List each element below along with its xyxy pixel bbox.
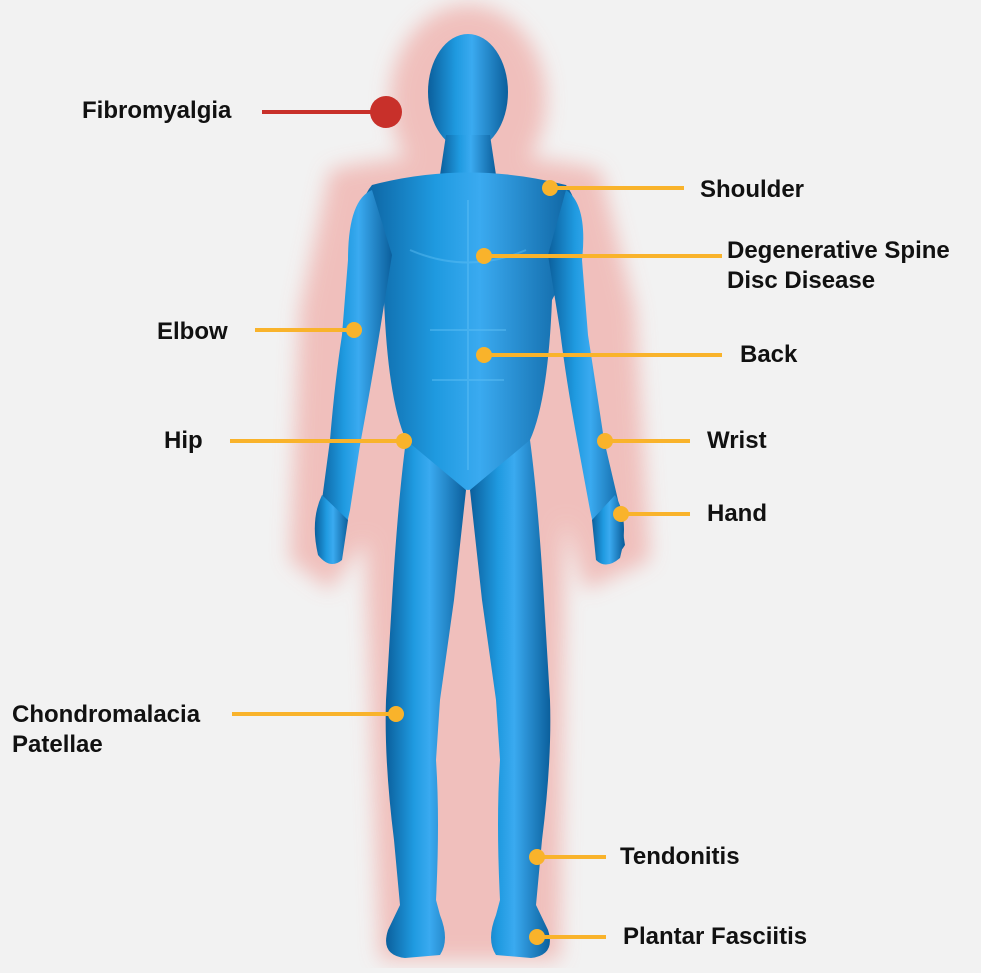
marker-dot-back[interactable] — [476, 347, 492, 363]
head — [428, 34, 508, 150]
label-line: Patellae — [12, 730, 222, 760]
label-line: Wrist — [707, 426, 767, 456]
marker-dot-plantar[interactable] — [529, 929, 545, 945]
marker-dot-hand[interactable] — [613, 506, 629, 522]
label-tendonitis: Tendonitis — [620, 842, 740, 872]
label-spine: Degenerative SpineDisc Disease — [727, 236, 950, 296]
label-hip: Hip — [164, 426, 203, 456]
label-line: Degenerative Spine — [727, 236, 950, 266]
label-shoulder: Shoulder — [700, 175, 804, 205]
marker-dot-elbow[interactable] — [346, 322, 362, 338]
label-fibromyalgia: Fibromyalgia — [82, 96, 231, 126]
label-line: Back — [740, 340, 797, 370]
label-line: Shoulder — [700, 175, 804, 205]
label-line: Hip — [164, 426, 203, 456]
label-line: Chondromalacia — [12, 700, 222, 730]
marker-dot-spine[interactable] — [476, 248, 492, 264]
label-elbow: Elbow — [157, 317, 228, 347]
marker-dot-fibromyalgia[interactable] — [370, 96, 402, 128]
label-line: Disc Disease — [727, 266, 950, 296]
label-hand: Hand — [707, 499, 767, 529]
label-knee: ChondromalaciaPatellae — [12, 700, 222, 760]
marker-dot-shoulder[interactable] — [542, 180, 558, 196]
label-line: Hand — [707, 499, 767, 529]
label-back: Back — [740, 340, 797, 370]
label-line: Elbow — [157, 317, 228, 347]
label-plantar: Plantar Fasciitis — [623, 922, 807, 952]
marker-dot-hip[interactable] — [396, 433, 412, 449]
label-line: Plantar Fasciitis — [623, 922, 807, 952]
neck — [440, 135, 496, 175]
marker-dot-tendonitis[interactable] — [529, 849, 545, 865]
label-line: Tendonitis — [620, 842, 740, 872]
marker-dot-wrist[interactable] — [597, 433, 613, 449]
marker-dot-knee[interactable] — [388, 706, 404, 722]
label-line: Fibromyalgia — [82, 96, 231, 126]
label-wrist: Wrist — [707, 426, 767, 456]
